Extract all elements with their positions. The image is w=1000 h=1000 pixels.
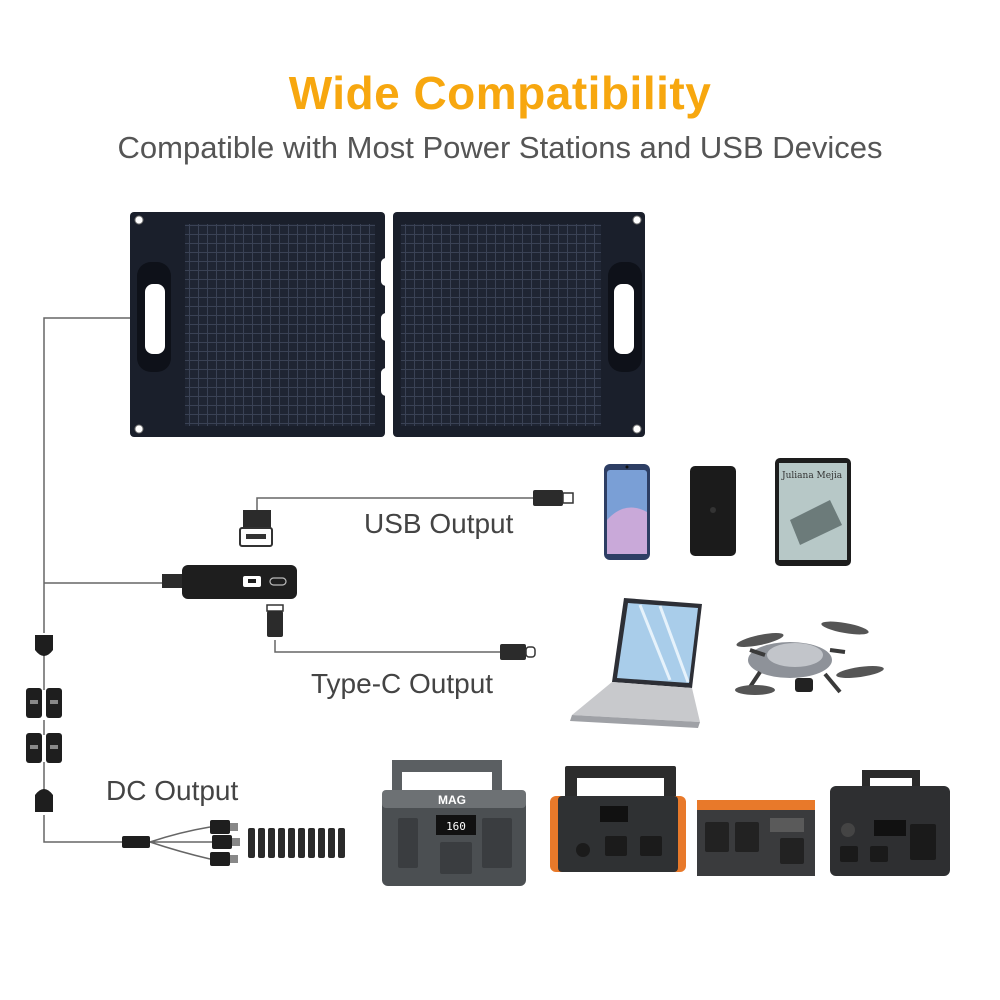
micro-usb-connector-icon [533,490,574,506]
station-brand: MAG [438,793,466,807]
tablet-image: Juliana Mejia [775,458,851,566]
solar-panel [130,212,645,437]
usb-plug-icon [239,510,273,547]
dc-adapter-tips [248,828,345,858]
page-subtitle: Compatible with Most Power Stations and … [117,130,883,165]
page-title: Wide Compatibility [288,67,712,119]
power-station-black [830,770,950,876]
power-station-mag: MAG 160 [382,760,526,886]
power-station-orange [550,766,686,872]
type-c-plug-icon [266,604,284,637]
dc-output-label: DC Output [106,775,239,806]
tablet-text: Juliana Mejia [781,471,843,481]
drone-image [735,621,884,695]
usb-output-label: USB Output [364,508,514,539]
laptop-image [570,598,702,728]
power-bank-image [690,466,736,556]
mc4-connectors [26,635,62,812]
station-display: 160 [446,820,466,833]
type-c-output-label: Type-C Output [311,668,494,699]
smartphone-image [604,464,650,560]
power-station-flat [697,800,815,876]
type-c-connector-icon [500,644,536,660]
controller-box [162,565,297,599]
dc-splitter [122,820,240,866]
